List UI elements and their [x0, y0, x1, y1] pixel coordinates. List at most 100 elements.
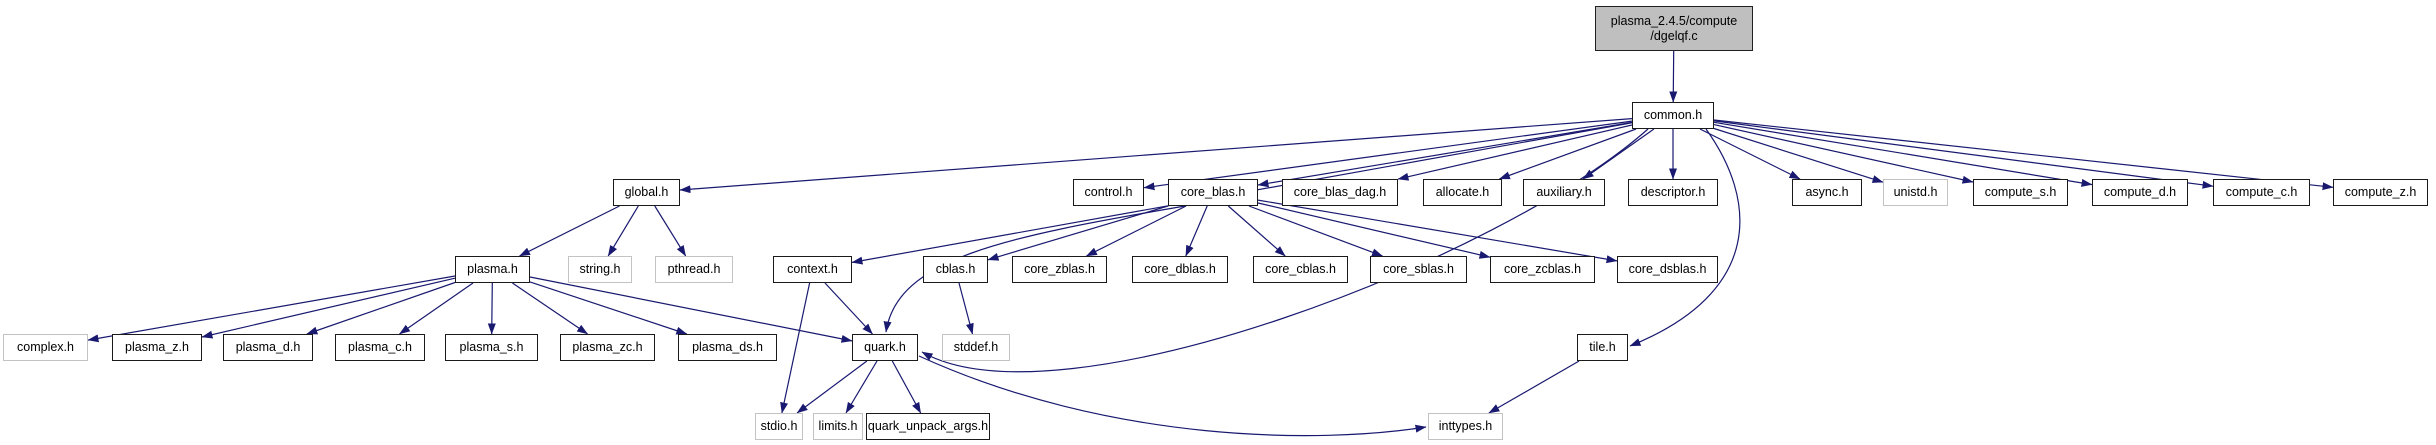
node-common_h[interactable]: common.h — [1632, 102, 1714, 129]
edge-common_h-to-auxiliary_h — [1582, 128, 1655, 180]
node-label-line: plasma_2.4.5/compute — [1610, 13, 1738, 28]
node-label-line: control.h — [1084, 185, 1133, 199]
node-core_blas_dag_h[interactable]: core_blas_dag.h — [1282, 179, 1398, 206]
node-descriptor_h[interactable]: descriptor.h — [1628, 179, 1718, 206]
node-label-line: context.h — [787, 262, 838, 276]
edge-core_blas_h-to-core_sblas_h — [1248, 205, 1383, 257]
node-label-line: allocate.h — [1435, 185, 1490, 199]
node-limits_h: limits.h — [813, 413, 863, 440]
node-core_zcblas_h[interactable]: core_zcblas.h — [1490, 256, 1595, 283]
node-label-line: core_dblas.h — [1144, 262, 1216, 276]
node-label-line: core_blas.h — [1180, 185, 1246, 199]
node-label-line: stdio.h — [760, 419, 798, 433]
node-compute_d_h[interactable]: compute_d.h — [2092, 179, 2188, 206]
edge-plasma_h-to-plasma_d_h — [306, 281, 456, 335]
edge-global_h-to-pthread_h — [654, 205, 687, 257]
node-label-line: tile.h — [1589, 340, 1616, 354]
edge-tile_h-to-inttypes_h — [1488, 360, 1580, 414]
node-label-line: plasma_zc.h — [572, 340, 643, 354]
edge-plasma_h-to-quark_h — [529, 276, 853, 343]
edge-quark_h-to-inttypes_h — [918, 355, 1427, 437]
node-label-line: common.h — [1643, 108, 1703, 122]
node-label-line: core_dsblas.h — [1628, 262, 1707, 276]
edge-core_blas_h-to-quark_h — [883, 205, 1186, 333]
edge-quark_h-to-limits_h — [845, 360, 878, 414]
node-label-line: compute_s.h — [1984, 185, 2057, 199]
node-compute_z_h[interactable]: compute_z.h — [2333, 179, 2428, 206]
edge-common_h-to-tile_h — [1629, 128, 1741, 347]
node-allocate_h[interactable]: allocate.h — [1423, 179, 1502, 206]
node-control_h[interactable]: control.h — [1073, 179, 1144, 206]
node-string_h: string.h — [568, 256, 632, 283]
edge-quark_h-to-stdio_h — [796, 360, 868, 414]
edge-core_blas_h-to-core_dsblas_h — [1257, 199, 1618, 264]
node-plasma_h[interactable]: plasma.h — [455, 256, 530, 283]
node-core_dblas_h[interactable]: core_dblas.h — [1132, 256, 1228, 283]
node-auxiliary_h[interactable]: auxiliary.h — [1523, 179, 1605, 206]
node-tile_h[interactable]: tile.h — [1577, 334, 1628, 361]
node-plasma_zc_h[interactable]: plasma_zc.h — [560, 334, 655, 361]
node-quark_unpack_args_h[interactable]: quark_unpack_args.h — [866, 413, 990, 440]
node-core_sblas_h[interactable]: core_sblas.h — [1370, 256, 1467, 283]
node-context_h[interactable]: context.h — [773, 256, 852, 283]
node-core_blas_h[interactable]: core_blas.h — [1168, 179, 1258, 206]
node-label-line: core_cblas.h — [1265, 262, 1336, 276]
node-label-line: core_zblas.h — [1024, 262, 1095, 276]
node-plasma_ds_h[interactable]: plasma_ds.h — [678, 334, 777, 361]
node-label-line: plasma_ds.h — [692, 340, 763, 354]
node-label-line: async.h — [1805, 185, 1849, 199]
node-plasma_c_h[interactable]: plasma_c.h — [335, 334, 425, 361]
edge-common_h-to-core_blas_h — [1257, 121, 1633, 188]
node-core_zblas_h[interactable]: core_zblas.h — [1012, 256, 1107, 283]
edge-cblas_h-to-stddef_h — [958, 282, 974, 335]
node-label-line: plasma_d.h — [235, 340, 301, 354]
node-complex_h: complex.h — [3, 334, 88, 361]
edge-core_blas_h-to-core_zcblas_h — [1257, 202, 1491, 259]
node-plasma_s_h[interactable]: plasma_s.h — [445, 334, 538, 361]
edge-core_blas_h-to-core_dblas_h — [1185, 205, 1208, 257]
edge-context_h-to-quark_h — [824, 282, 873, 335]
node-global_h[interactable]: global.h — [613, 179, 680, 206]
node-async_h[interactable]: async.h — [1792, 179, 1862, 206]
node-label-line: unistd.h — [1893, 185, 1938, 199]
edge-common_h-to-async_h — [1699, 128, 1801, 180]
node-compute_c_h[interactable]: compute_c.h — [2213, 179, 2310, 206]
node-label-line: string.h — [579, 262, 621, 276]
node-plasma_d_h[interactable]: plasma_d.h — [223, 334, 313, 361]
node-compute_s_h[interactable]: compute_s.h — [1973, 179, 2068, 206]
node-label-line: plasma_c.h — [348, 340, 412, 354]
node-label-line: /dgelqf.c — [1650, 28, 1698, 43]
node-label-line: cblas.h — [935, 262, 976, 276]
edge-core_blas_h-to-core_cblas_h — [1227, 205, 1286, 257]
node-stdio_h: stdio.h — [755, 413, 803, 440]
node-label-line: auxiliary.h — [1536, 185, 1592, 199]
edge-core_blas_h-to-core_zblas_h — [1085, 205, 1187, 257]
node-label-line: complex.h — [17, 340, 74, 354]
edge-common_h-to-core_blas_dag_h — [1397, 124, 1633, 181]
node-label-line: quark_unpack_args.h — [867, 419, 989, 433]
edge-plasma_h-to-plasma_z_h — [201, 277, 456, 339]
edge-plasma_h-to-plasma_c_h — [399, 282, 474, 335]
node-label-line: compute_d.h — [2103, 185, 2177, 199]
node-label-line: quark.h — [864, 340, 906, 354]
edge-core_blas_h-to-cblas_h — [987, 205, 1169, 261]
node-label-line: core_sblas.h — [1383, 262, 1454, 276]
node-quark_h[interactable]: quark.h — [852, 334, 918, 361]
edge-global_h-to-plasma_h — [519, 205, 620, 257]
node-label-line: global.h — [624, 185, 669, 199]
node-cblas_h[interactable]: cblas.h — [923, 256, 988, 283]
node-label-line: compute_z.h — [2344, 185, 2417, 199]
node-label-line: descriptor.h — [1640, 185, 1706, 199]
edge-common_h-to-compute_c_h — [1713, 120, 2214, 189]
node-label-line: plasma.h — [467, 262, 518, 276]
edge-global_h-to-string_h — [607, 205, 639, 257]
node-plasma_z_h[interactable]: plasma_z.h — [112, 334, 202, 361]
edge-common_h-to-unistd_h — [1713, 127, 1884, 183]
node-core_dsblas_h[interactable]: core_dsblas.h — [1617, 256, 1718, 283]
edge-quark_h-to-quark_unpack_args_h — [891, 360, 922, 414]
edge-common_h-to-allocate_h — [1498, 128, 1637, 180]
node-core_cblas_h[interactable]: core_cblas.h — [1253, 256, 1348, 283]
node-label-line: stddef.h — [953, 340, 999, 354]
